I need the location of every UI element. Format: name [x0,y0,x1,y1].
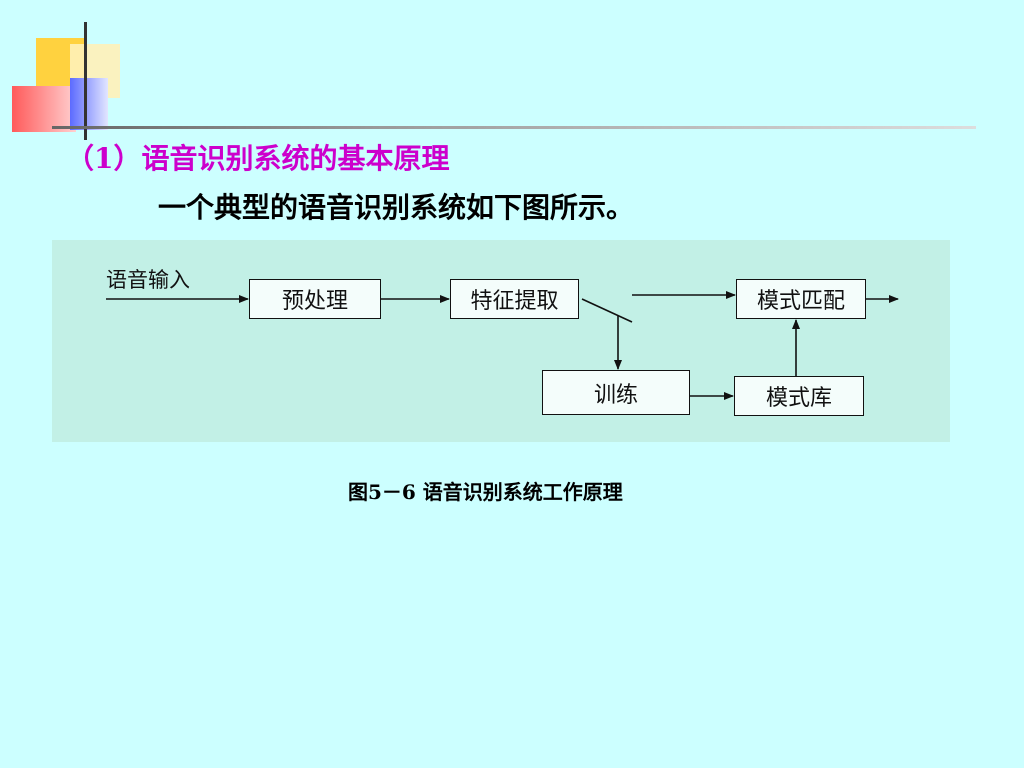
switch-blade [581,298,633,323]
intro-text: 一个典型的语音识别系统如下图所示。 [158,191,635,224]
decor-blue-square [70,78,108,130]
diagram-connectors [106,291,899,400]
decor-red-square [12,86,76,132]
node-pattern-library: 模式库 [734,376,864,416]
slide-heading: （1）语音识别系统的基本原理 [66,142,450,175]
node-pattern-matching: 模式匹配 [736,279,866,319]
node-preprocess: 预处理 [249,279,381,319]
node-training: 训练 [542,370,690,415]
flow-diagram: 语音输入 预处理 特征提取 模式匹配 训练 模式库 [52,240,950,442]
figure-caption: 图5－6 语音识别系统工作原理 [348,480,623,504]
decor-horizontal-line [52,126,976,129]
node-feature-extraction: 特征提取 [450,279,579,319]
decor-vertical-line [84,22,87,140]
input-label: 语音输入 [106,268,190,292]
